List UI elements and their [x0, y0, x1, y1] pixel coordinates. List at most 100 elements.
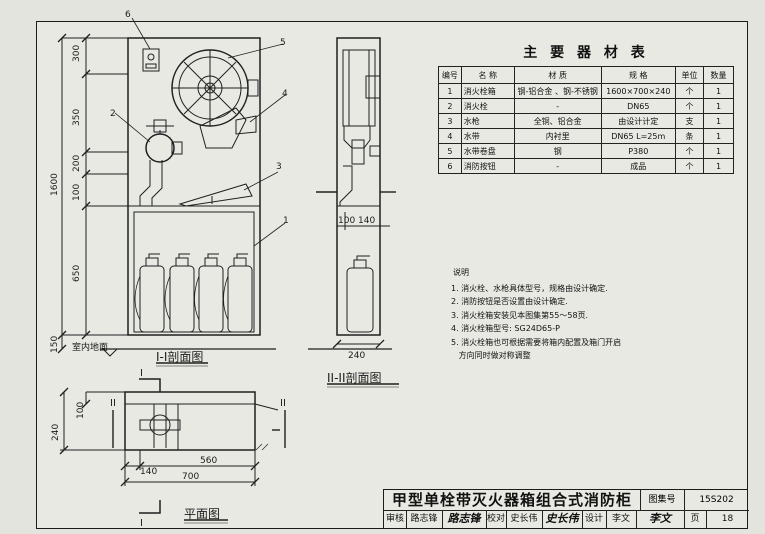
cell-unit: 条: [674, 128, 705, 144]
cut-mark-I-top: I: [140, 368, 143, 379]
cell-spec: P380: [600, 143, 676, 159]
cell-name: 水带卷盘: [460, 143, 515, 159]
col-header-unit: 单位: [674, 66, 705, 84]
col-header-no: 编号: [438, 66, 462, 84]
reviewer-name: 路志锋: [406, 510, 443, 528]
design-label: 设计: [582, 510, 607, 528]
plan-label: 平面图: [184, 507, 220, 521]
note-item: 3. 消火栓箱安装见本图集第55～58页.: [451, 310, 589, 320]
designer-signature: 李文: [636, 510, 685, 528]
dim-plan-700: 700: [182, 472, 199, 482]
cell-spec: 1600×700×240: [600, 83, 676, 99]
materials-title: 主 要 器 材 表: [523, 45, 649, 61]
cell-material: 钢-铝合金 、钢-不锈钢: [513, 83, 602, 99]
note-item: 1. 消火栓、水枪具体型号，规格由设计确定.: [451, 283, 608, 293]
designer-name: 李文: [606, 510, 637, 528]
table-row: 5 水带卷盘 钢 P380 个 1: [438, 143, 734, 159]
dim-plan-560: 560: [200, 456, 217, 466]
floor-hatch: [255, 443, 269, 451]
dim-650: 650: [72, 265, 82, 282]
cell-unit: 支: [674, 113, 705, 129]
note-item: 方向同时做对称调整: [451, 351, 531, 360]
reviewer-signature: 路志锋: [442, 510, 487, 528]
callout-2: 2: [110, 109, 116, 119]
dim-plan-240: 240: [51, 424, 61, 441]
cell-no: 6: [438, 158, 462, 174]
cell-spec: 成品: [600, 158, 676, 174]
note-item: 5. 消火栓箱也可根据需要将箱内配置及箱门开启: [451, 337, 622, 347]
page-label: 页: [684, 510, 707, 528]
plan-valve: [149, 414, 171, 436]
table-row: 2 消火栓 - DN65 个 1: [438, 98, 734, 114]
dim-plan-140: 140: [140, 467, 157, 477]
cut-mark-II-left: II: [110, 398, 116, 409]
dim-side-140: 140: [358, 216, 375, 226]
cell-name: 水带: [460, 128, 515, 144]
drawing-title: 甲型单栓带灭火器箱组合式消防柜: [384, 490, 641, 511]
cell-qty: 1: [703, 143, 734, 159]
dim-300: 300: [72, 45, 82, 62]
note-item: 4. 消火栓箱型号: SG24D65-P: [451, 324, 560, 333]
dim-200: 200: [72, 155, 82, 172]
check-label: 校对: [486, 510, 507, 528]
cell-name: 消火栓: [460, 98, 515, 114]
col-header-name: 名 称: [460, 66, 515, 84]
cell-material: -: [513, 158, 602, 174]
fire-extinguishers: [134, 253, 253, 333]
cell-qty: 1: [703, 158, 734, 174]
checker-name: 史长伟: [506, 510, 543, 528]
cell-material: 钢: [513, 143, 602, 159]
fire-button-box: [142, 48, 160, 72]
notes-heading: 说明: [453, 268, 469, 277]
title-block: 甲型单栓带灭火器箱组合式消防柜 图集号 15S202 审核 路志锋 路志锋 校对…: [383, 489, 749, 529]
inlet-pipe: [139, 160, 163, 207]
cell-spec: DN65 L=25m: [600, 128, 676, 144]
cell-unit: 个: [674, 143, 705, 159]
cell-qty: 1: [703, 98, 734, 114]
callout-3: 3: [276, 162, 282, 172]
side-valve: [343, 126, 371, 149]
dim-side-100: 100: [338, 216, 355, 226]
materials-table: 编号 名 称 材 质 规 格 单位 数量 1 消火栓箱 钢-铝合金 、钢-不锈钢…: [438, 66, 734, 174]
hose-coil: [199, 107, 247, 149]
cell-name: 消火栓箱: [460, 83, 515, 99]
note-item: 2. 消防按钮是否设置由设计确定.: [451, 297, 568, 306]
side-view-outline: [336, 37, 381, 336]
table-row: 6 消防按钮 - 成品 个 1: [438, 158, 734, 174]
cell-material: -: [513, 98, 602, 114]
table-row: 4 水带 内衬里 DN65 L=25m 条 1: [438, 128, 734, 144]
col-header-material: 材 质: [513, 66, 602, 84]
table-row: 3 水枪 全铜、铝合金 由设计计定 支 1: [438, 113, 734, 129]
callout-6: 6: [125, 10, 131, 20]
cell-no: 5: [438, 143, 462, 159]
cell-spec: DN65: [600, 98, 676, 114]
cell-material: 内衬里: [513, 128, 602, 144]
cut-mark-I-bottom: I: [140, 518, 143, 529]
dim-1600: 1600: [50, 173, 60, 196]
cell-qty: 1: [703, 113, 734, 129]
cut-mark-II-right: II: [280, 398, 286, 409]
atlas-number: 15S202: [684, 490, 749, 511]
checker-signature: 史长伟: [542, 510, 583, 528]
cell-name: 消防按钮: [460, 158, 515, 174]
dim-100: 100: [72, 184, 82, 201]
dim-350: 350: [72, 109, 82, 126]
cell-material: 全铜、铝合金: [513, 113, 602, 129]
cell-no: 1: [438, 83, 462, 99]
cell-qty: 1: [703, 128, 734, 144]
cell-no: 2: [438, 98, 462, 114]
section-2-label: II-II剖面图: [327, 371, 382, 385]
cell-no: 4: [438, 128, 462, 144]
col-header-qty: 数量: [703, 66, 734, 84]
notes-block: 说明 1. 消火栓、水枪具体型号，规格由设计确定. 2. 消防按钮是否设置由设计…: [451, 266, 721, 363]
cell-no: 3: [438, 113, 462, 129]
review-label: 审核: [384, 510, 407, 528]
cell-unit: 个: [674, 158, 705, 174]
plan-outline: [124, 391, 256, 451]
callout-5: 5: [280, 38, 286, 48]
dim-side-240: 240: [348, 351, 365, 361]
callout-4: 4: [282, 89, 288, 99]
fire-hydrant-valve: [145, 133, 175, 163]
